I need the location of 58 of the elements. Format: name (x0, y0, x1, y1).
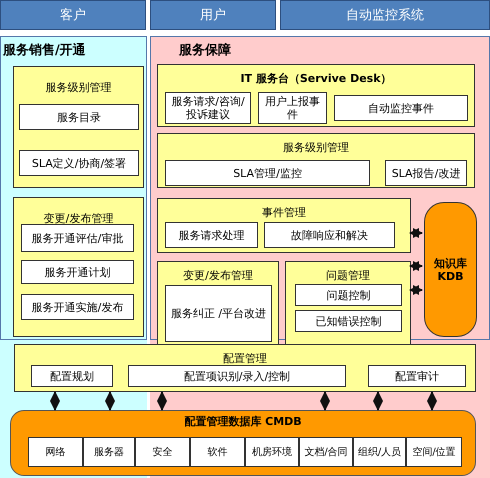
section-title: 服务级别管理 (44, 80, 112, 95)
process-box: 用户上报事件 (258, 92, 327, 124)
process-box: 服务器 (83, 437, 135, 467)
process-box: 机房环境 (245, 437, 299, 467)
section-title: 事件管理 (261, 205, 307, 220)
process-box: 空间/位置 (406, 437, 462, 467)
process-box: 服务纠正 /平台改进 (165, 285, 272, 342)
double-arrow (50, 391, 60, 411)
process-box: 服务请求/咨询/投诉建议 (165, 92, 251, 124)
section-panel (0, 36, 147, 340)
section-title: 问题管理 (325, 268, 371, 283)
section-title: 变更/发布管理 (182, 268, 254, 283)
database-panel (10, 410, 476, 476)
section-title: 服务级别管理 (282, 140, 350, 155)
section-title: 配置管理数据库 CMDB (183, 414, 303, 429)
process-box: 软件 (190, 437, 245, 467)
section-panel (13, 197, 144, 337)
double-arrow (157, 391, 167, 411)
process-box: 自动监控事件 (334, 95, 468, 121)
process-box: 已知错误控制 (295, 310, 402, 332)
double-arrow (320, 391, 330, 411)
process-box: 服务开通评估/审批 (21, 224, 134, 252)
process-box: 配置审计 (368, 365, 466, 387)
header-bar: 自动监控系统 (280, 0, 490, 30)
process-box: 组织/人员 (353, 437, 406, 467)
section-title: 配置管理 (222, 351, 268, 366)
process-box: 服务开通计划 (21, 260, 134, 284)
section-title: 变更/发布管理 (42, 211, 114, 226)
double-arrow (409, 285, 423, 295)
double-arrow (427, 391, 437, 411)
section-title: 服务销售/开通 (3, 42, 86, 59)
process-box: 配置规划 (31, 365, 113, 387)
process-box: 服务目录 (19, 104, 139, 130)
section-title: IT 服务台（Servive Desk） (239, 71, 393, 86)
double-arrow (373, 391, 383, 411)
process-box: SLA报告/改进 (385, 160, 467, 186)
section-panel (13, 66, 144, 188)
process-box: 故障响应和解决 (264, 222, 395, 248)
process-box: 配置项识别/录入/控制 (128, 365, 346, 387)
process-box: 问题控制 (295, 284, 402, 306)
section-panel (14, 344, 476, 392)
process-box: SLA定义/协商/签署 (19, 150, 139, 176)
process-box: 网络 (28, 437, 83, 467)
double-arrow (409, 261, 423, 271)
process-box: SLA管理/监控 (165, 160, 370, 186)
knowledge-base-box: 知识库 KDB (424, 202, 477, 337)
process-box: 安全 (135, 437, 190, 467)
header-bar: 用户 (150, 0, 276, 30)
process-box: 服务请求处理 (165, 222, 258, 248)
section-panel (157, 64, 475, 127)
section-panel (157, 198, 411, 253)
header-bar: 客户 (0, 0, 146, 30)
section-title: 服务保障 (179, 42, 231, 59)
double-arrow (409, 228, 423, 238)
process-box: 文档/合同 (299, 437, 353, 467)
section-panel (157, 133, 475, 188)
process-box: 服务开通实施/发布 (21, 294, 134, 320)
double-arrow (105, 391, 115, 411)
